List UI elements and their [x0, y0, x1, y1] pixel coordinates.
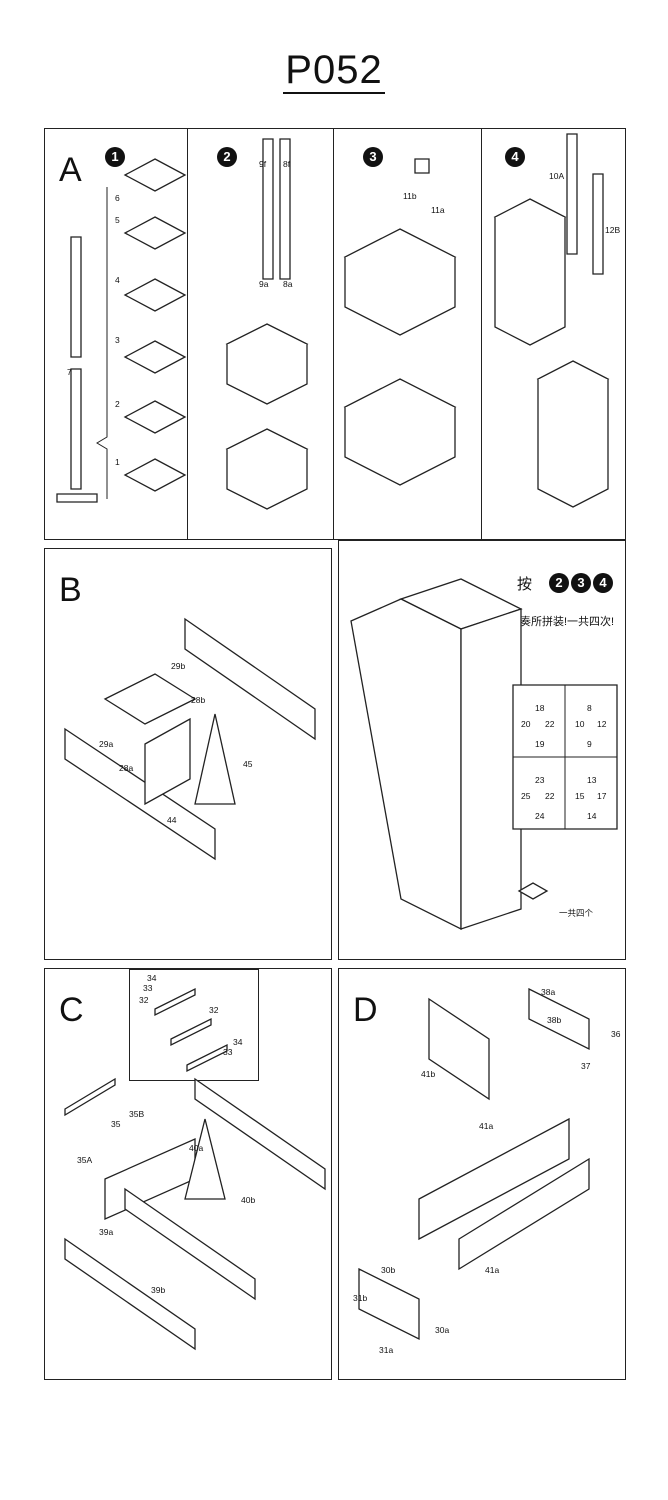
step-badge-3: 3	[363, 147, 383, 167]
panel-letter: A	[59, 151, 82, 189]
label: 44	[167, 815, 177, 825]
label: 34	[147, 973, 157, 983]
label: 41a	[485, 1265, 500, 1275]
grid-label: 15	[575, 791, 585, 801]
label: 1	[115, 457, 120, 467]
label: 33	[223, 1047, 233, 1057]
instruction-prefix: 按	[517, 576, 533, 593]
label: 32	[139, 995, 149, 1005]
label: 11a	[431, 205, 445, 215]
label: 8f	[283, 159, 291, 169]
label: 45	[243, 759, 253, 769]
panel-letter: B	[59, 571, 82, 609]
label: 39b	[151, 1285, 166, 1295]
label: 7	[67, 367, 72, 377]
panel-c: C 34 33 32 32 34 33 35B 35 35A 40a 40b 3…	[44, 968, 332, 1380]
grid-label: 20	[521, 719, 531, 729]
instruction-text: 步奏所拼装!一共四次!	[509, 616, 615, 628]
panel-d-drawing	[358, 987, 590, 1341]
label: 5	[115, 215, 120, 225]
grid-label: 18	[535, 703, 545, 713]
panel-a: A 1 2 3 4 6	[44, 128, 626, 540]
grid-label: 10	[575, 719, 585, 729]
label: 33	[143, 983, 153, 993]
label: 12B	[605, 225, 621, 235]
step-badge-3: 3	[571, 573, 591, 593]
page-title: P052	[283, 48, 385, 94]
grid-label: 13	[587, 775, 597, 785]
panel-divider	[187, 129, 188, 539]
label: 4	[115, 275, 120, 285]
panel-divider	[333, 129, 334, 539]
label: 35A	[77, 1155, 93, 1165]
label: 41b	[421, 1069, 436, 1079]
label: 9a	[259, 279, 269, 289]
floor-tiles	[56, 158, 187, 503]
label: 32	[209, 1005, 219, 1015]
step-badge-2: 2	[217, 147, 237, 167]
panel-a-drawing	[56, 133, 610, 510]
label: 30a	[435, 1325, 450, 1335]
label: 38b	[547, 1015, 562, 1025]
step-badge-1: 1	[105, 147, 125, 167]
panel-d: D 38a 38b 36 37 41b 41a 41a 30b 31b 30a …	[338, 968, 626, 1380]
grid-label: 12	[597, 719, 607, 729]
grid-label: 25	[521, 791, 531, 801]
grid-label: 14	[587, 811, 597, 821]
label: 40a	[189, 1143, 204, 1153]
label: 39a	[99, 1227, 114, 1237]
panel-c-drawing	[64, 987, 326, 1351]
label: 6	[115, 193, 120, 203]
grid-label: 24	[535, 811, 545, 821]
panel-letter: D	[353, 991, 378, 1029]
label: 31a	[379, 1345, 394, 1355]
grid-label: 22	[545, 719, 555, 729]
label: 37	[581, 1061, 591, 1071]
tower-step-4	[493, 133, 610, 508]
label: 36	[611, 1029, 621, 1039]
label: 34	[233, 1037, 243, 1047]
label: 8a	[283, 279, 293, 289]
grid-label: 22	[545, 791, 555, 801]
step-badge-4: 4	[505, 147, 525, 167]
label: 10A	[549, 171, 565, 181]
panel-b: B 29b 28b 29a 28a 44 45	[44, 548, 332, 960]
label: 29a	[99, 739, 114, 749]
label: 30b	[381, 1265, 396, 1275]
panel-b-drawing	[64, 617, 316, 861]
label: 9f	[259, 159, 267, 169]
label: 40b	[241, 1195, 256, 1205]
grid-label: 9	[587, 739, 592, 749]
label: 2	[115, 399, 120, 409]
panel-letter: C	[59, 991, 84, 1029]
step-badge-2: 2	[549, 573, 569, 593]
tower-step-2	[225, 138, 309, 510]
label: 28b	[191, 695, 206, 705]
panel-b-assembly: 按 2 3 4 步奏所拼装!一共四次! 18 20 22 19 8 10 12 …	[338, 540, 626, 960]
label: 41a	[479, 1121, 494, 1131]
detail-inset	[129, 969, 259, 1081]
step-badge-4: 4	[593, 573, 613, 593]
label: 35	[111, 1119, 121, 1129]
count-note: 一共四个	[559, 908, 594, 918]
tower-step-3	[343, 158, 457, 486]
grid-label: 17	[597, 791, 607, 801]
label: 29b	[171, 661, 186, 671]
label: 35B	[129, 1109, 145, 1119]
label: 3	[115, 335, 120, 345]
label: 28a	[119, 763, 134, 773]
label: 11b	[403, 191, 417, 201]
label: 31b	[353, 1293, 368, 1303]
grid-label: 19	[535, 739, 545, 749]
panel-divider	[481, 129, 482, 539]
panel-b2-drawing	[350, 578, 618, 931]
grid-label: 8	[587, 703, 592, 713]
label: 38a	[541, 987, 556, 997]
grid-label: 23	[535, 775, 545, 785]
